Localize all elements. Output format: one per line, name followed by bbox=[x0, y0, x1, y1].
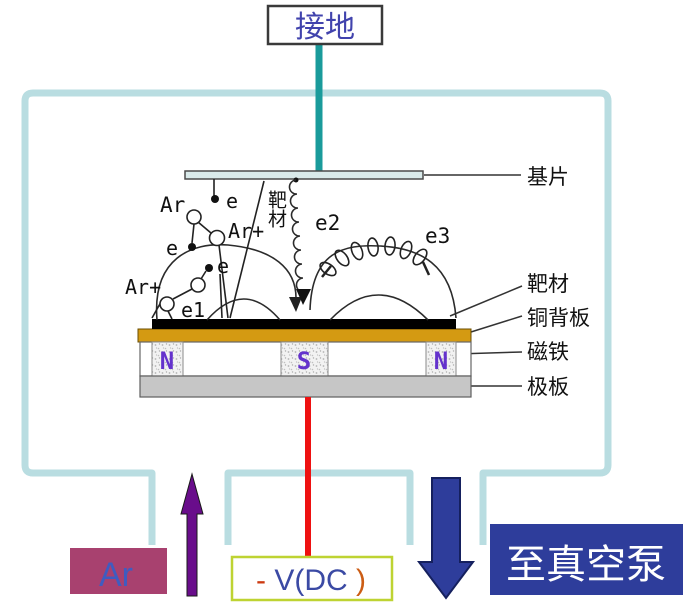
electron-spiral-e3 bbox=[319, 236, 431, 278]
field-arc-right-outer bbox=[309, 244, 457, 319]
e-mid-label: e bbox=[217, 254, 229, 278]
vdc-minus: - bbox=[256, 564, 266, 597]
magnet-n-left-label: N bbox=[160, 347, 174, 375]
argon-ion-circle-left bbox=[159, 296, 175, 312]
electrode-plate bbox=[139, 375, 472, 398]
substrate-plate bbox=[184, 170, 424, 180]
vdc-close: ) bbox=[356, 564, 366, 597]
argon-inlet-label: Ar bbox=[99, 556, 133, 594]
target-label: 靶材 bbox=[527, 272, 569, 296]
vdc-box bbox=[230, 555, 394, 602]
argon-ion-circle-mid bbox=[208, 229, 226, 247]
field-arc-left-inner bbox=[206, 298, 281, 321]
vdc-body: V(DC bbox=[274, 564, 347, 597]
e3-label: e3 bbox=[425, 224, 450, 248]
argon-ion-circle-low bbox=[190, 277, 206, 293]
vacuum-pump-arrow bbox=[417, 477, 475, 600]
magnet-n-right-label: N bbox=[434, 347, 448, 375]
e1-label: e1 bbox=[181, 298, 205, 322]
ar-ion-left-label: Ar+ bbox=[125, 275, 161, 299]
ar-ion-mid-label: Ar+ bbox=[228, 219, 264, 243]
electron-dot-mid bbox=[205, 264, 213, 272]
e2-wavy-path bbox=[288, 179, 305, 293]
chamber-wall-bottom-bridge bbox=[224, 469, 414, 545]
target-leader-line bbox=[449, 285, 523, 317]
vacuum-pump-box bbox=[490, 524, 683, 595]
magnet-label: 磁铁 bbox=[527, 340, 569, 364]
magnet-s-label: S bbox=[297, 347, 311, 375]
e2-arrowhead bbox=[296, 289, 311, 305]
magnet-s-block bbox=[280, 341, 329, 377]
field-arc-left-arrowhead bbox=[289, 297, 302, 312]
ground-label: 接地 bbox=[295, 10, 355, 45]
argon-atom-circle bbox=[186, 209, 202, 225]
substrate-label: 基片 bbox=[527, 165, 569, 189]
electron-dot-top bbox=[211, 195, 219, 203]
electron-dot-left bbox=[188, 243, 196, 251]
magnet-n-left-block bbox=[151, 341, 184, 377]
ground-label-box bbox=[266, 4, 384, 46]
argon-inlet-box bbox=[70, 548, 167, 594]
electrode-label: 极板 bbox=[527, 375, 569, 399]
e-top-label: e bbox=[226, 189, 238, 213]
vacuum-pump-label: 至真空泵 bbox=[506, 542, 666, 588]
field-arc-right-inner bbox=[329, 294, 429, 321]
vdc-label: - V(DC ) bbox=[256, 564, 366, 597]
field-arc-left-outer bbox=[155, 243, 297, 321]
ar-atom-label: Ar bbox=[160, 193, 185, 217]
e-left-label: e bbox=[166, 236, 178, 260]
target-material bbox=[152, 319, 456, 329]
target-vertical-label: 靶材 bbox=[265, 190, 287, 228]
copper-backing-label: 铜背板 bbox=[527, 306, 590, 330]
magnet-n-right-block bbox=[425, 341, 457, 377]
e2-label: e2 bbox=[315, 211, 340, 235]
copper-backing-plate bbox=[137, 328, 472, 343]
argon-flow-arrow bbox=[180, 472, 204, 597]
